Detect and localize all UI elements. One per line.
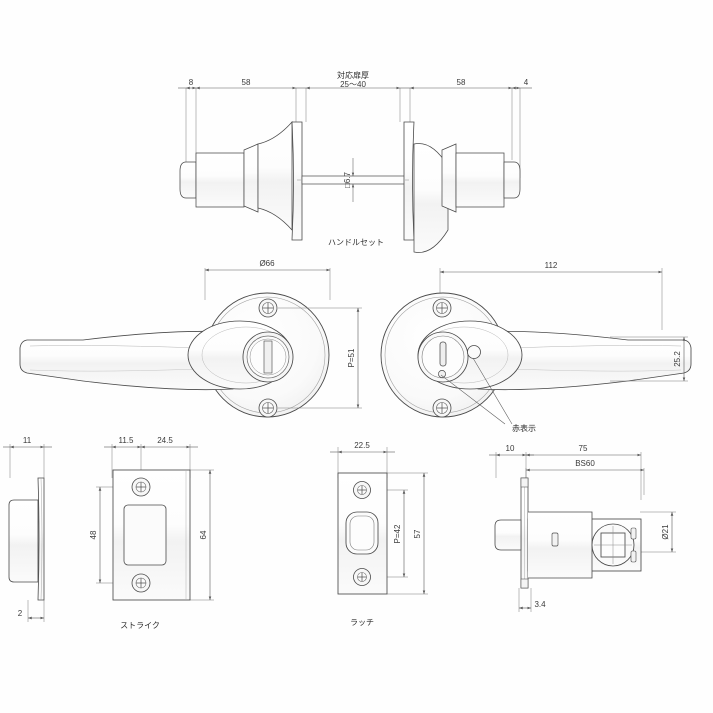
- dim-latch-case-diameter: Ø21: [661, 524, 670, 540]
- dim-lines-strike-side: [3, 445, 52, 620]
- dim-rose-diameter: Ø66: [259, 259, 275, 268]
- label-door-thickness: 対応扉厚: [337, 70, 369, 80]
- latch-bolt: [494, 519, 522, 551]
- lever-arm-left: [19, 330, 234, 391]
- dim-spindle-size: □6.7: [343, 171, 352, 188]
- view-handle-left: Ø66: [19, 259, 362, 418]
- leader-lines-indicator: [440, 357, 513, 425]
- strike-cutout: [123, 504, 167, 566]
- dim-faceplate-thickness: 3.4: [534, 600, 546, 609]
- lever-arm-right: [477, 330, 692, 391]
- latch-screw-bottom: [353, 568, 371, 586]
- view-handle-set: 8 58 対応扉厚 25〜40 58 4 □6.7: [178, 70, 532, 253]
- dim-strike-side-depth: 11: [23, 436, 32, 445]
- latch-case-vent-bottom: [630, 550, 637, 563]
- dim-latch-total-length: 75: [579, 444, 588, 453]
- latch-bolt-opening-inner: [349, 515, 375, 551]
- dim-lines-latch-side: [489, 453, 674, 610]
- view-strike-front: 11.5 24.5 48 64 ストライク: [89, 436, 214, 630]
- thumbturn-knob: [263, 340, 273, 374]
- dim-door-thickness-range: 25〜40: [340, 80, 366, 89]
- dim-lines-latch: [330, 450, 426, 595]
- dim-handleset-right-end: 4: [524, 78, 529, 87]
- handleset-spindle: [301, 175, 407, 185]
- label-strike: ストライク: [120, 621, 160, 630]
- ext-lines-lever-height: [610, 336, 688, 382]
- handleset-left-body: [179, 121, 293, 231]
- strike-side-edge: [40, 477, 43, 601]
- handleset-right-body: [413, 143, 521, 253]
- dim-latch-front-offset: 10: [506, 444, 515, 453]
- strike-screw-top: [131, 477, 151, 497]
- rose-screw-top-right: [432, 298, 452, 318]
- dim-strike-offset-right: 24.5: [157, 436, 173, 445]
- label-latch: ラッチ: [350, 618, 374, 627]
- label-handle-set: ハンドルセット: [328, 238, 384, 247]
- view-latch-side: 10 75 BS60 Ø21 3.4: [489, 444, 676, 612]
- dim-latch-backset: BS60: [575, 459, 595, 468]
- latch-case-vent-top: [630, 527, 637, 540]
- dim-handleset-right-body: 58: [457, 78, 466, 87]
- dim-lines-strike-front: [98, 445, 212, 601]
- emergency-slot: [439, 341, 447, 367]
- handleset-left-rose: [291, 121, 303, 241]
- ext-lines-rose-dia: [204, 268, 331, 300]
- dim-strike-plate-height: 64: [199, 530, 208, 539]
- dim-latch-face-width: 22.5: [354, 441, 370, 450]
- strike-screw-bottom: [131, 573, 151, 593]
- view-latch-face: 22.5 P=42 57 ラッチ: [330, 441, 428, 627]
- faceplate-tab-top: [520, 477, 529, 488]
- view-strike-side: 11 2: [3, 436, 52, 622]
- dim-strike-screw-pitch: 48: [89, 530, 98, 539]
- dim-strike-plate-thickness: 2: [18, 609, 23, 618]
- latch-case-front: [528, 511, 593, 579]
- rose-screw-bottom-right: [432, 398, 452, 418]
- dim-handleset-left-end: 8: [189, 78, 194, 87]
- indicator-dot-inner: [438, 370, 446, 378]
- rose-screw-bottom-left: [258, 398, 278, 418]
- dim-latch-face-height: 57: [413, 529, 422, 538]
- annotation-indicator: 赤表示: [512, 423, 536, 433]
- view-handle-right: 112: [380, 261, 692, 433]
- latch-screw-top: [353, 481, 371, 499]
- dim-latch-screw-pitch: P=42: [393, 524, 402, 543]
- handleset-right-rose: [403, 121, 415, 241]
- indicator-window: [467, 345, 481, 359]
- ext-lines-pitch-left: [278, 307, 362, 409]
- dim-lever-length: 112: [545, 261, 558, 270]
- latch-case-slot: [551, 532, 559, 547]
- dim-strike-offset-left: 11.5: [119, 436, 135, 445]
- faceplate-tab-bottom: [520, 578, 529, 589]
- strike-side-profile: [8, 477, 45, 601]
- dim-handleset-left-body: 58: [242, 78, 251, 87]
- rose-screw-top-left: [258, 298, 278, 318]
- dim-lever-height: 25.2: [673, 351, 682, 367]
- dim-screw-pitch-left: P=51: [347, 348, 356, 367]
